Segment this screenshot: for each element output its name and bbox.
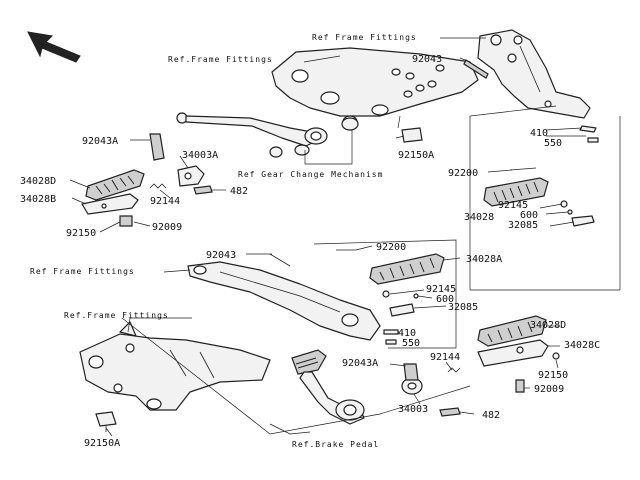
label-34028d-right: 34028D [530,320,566,331]
label-92145: 92145 [498,200,528,211]
label-92043: 92043 [412,54,442,65]
bolt-92009-left [119,215,133,227]
washer-92145-mid [382,290,390,298]
footpeg-34028d-right [477,315,547,347]
clip-482-bottom [439,407,461,417]
ref-frame-fittings-mid: Ref Frame Fittings [30,267,135,276]
label-34028d: 34028D [20,176,56,187]
washer [269,146,283,158]
ref-gear-change-mechanism: Ref Gear Change Mechanism [238,170,383,179]
label-34003: 34003 [398,404,428,415]
label-32085-mid: 32085 [448,302,478,313]
right-frame-bracket [477,29,591,119]
pin-92043-mid [269,253,291,267]
label-34028c: 34028C [564,340,600,351]
label-92200: 92200 [448,168,478,179]
label-34003a: 34003A [182,150,218,161]
ref-frame-fittings-bottom: Ref.Frame Fittings [64,311,169,320]
left-frame-bracket-lower [79,333,271,411]
spring-92144-right [447,367,461,373]
label-550: 550 [544,138,562,149]
bolt-92150a-lower [95,411,117,432]
washer-550-mid [385,339,397,345]
label-550-mid: 550 [402,338,420,349]
ref-frame-fittings-top: Ref Frame Fittings [312,33,417,42]
lower-brake-bracket-arm [187,261,381,341]
pivot-34003a [177,165,205,187]
label-92150-right: 92150 [538,370,568,381]
clip-482 [193,185,213,195]
upper-center-bracket [271,47,479,129]
washer-550-upper [587,137,599,143]
pin-410-upper [579,125,597,133]
front-direction-arrow-icon [27,31,81,63]
footpeg-34028a [369,253,445,285]
label-92150: 92150 [66,228,96,239]
ring-600-upper [567,209,573,215]
label-410-mid: 410 [398,328,416,339]
label-34028: 34028 [464,212,494,223]
washer [294,144,310,156]
bracket-tab [119,321,137,337]
brake-pedal [291,349,365,425]
footpeg-34028-right [483,177,549,207]
ref-brake-pedal: Ref.Brake Pedal [292,440,379,449]
label-34028a: 34028A [466,254,502,265]
label-92200-mid: 92200 [376,242,406,253]
leader-lines [69,37,621,437]
pin-92043a-left [149,133,165,161]
bolt-92009-right [515,379,525,393]
label-600-mid: 600 [436,294,454,305]
washer [341,117,359,131]
label-92150a-bot: 92150A [84,438,120,449]
spring-92144-left [149,183,167,189]
label-92144: 92144 [150,196,180,207]
label-410: 410 [530,128,548,139]
label-92009-right: 92009 [534,384,564,395]
label-32085: 32085 [508,220,538,231]
label-34028b: 34028B [20,194,56,205]
shift-lever [176,112,328,147]
washer-92150-right [552,352,560,360]
label-92145-mid: 92145 [426,284,456,295]
label-92150a: 92150A [398,150,434,161]
pivot-34003 [401,363,423,395]
holder-32085-mid [389,303,415,317]
label-482: 482 [230,186,248,197]
label-92043a: 92043A [82,136,118,147]
bolt-92150a-upper [395,127,423,143]
rod-92200-upper [509,167,537,171]
footpeg-34028d-left [85,169,145,201]
footpeg-holder-34028b [81,193,139,215]
ref-frame-fittings-upper-left: Ref.Frame Fittings [168,55,273,64]
label-482-bot: 482 [482,410,500,421]
label-600: 600 [520,210,538,221]
label-92043a-bot: 92043A [342,358,378,369]
pin-92043-upper [463,59,489,79]
footpeg-holder-34028c [477,339,549,367]
ring-600-mid [413,293,419,299]
label-92144-bot: 92144 [430,352,460,363]
pin-410-mid [383,329,399,335]
holder-32085-upper [571,215,595,227]
label-92009: 92009 [152,222,182,233]
label-92043-mid: 92043 [206,250,236,261]
